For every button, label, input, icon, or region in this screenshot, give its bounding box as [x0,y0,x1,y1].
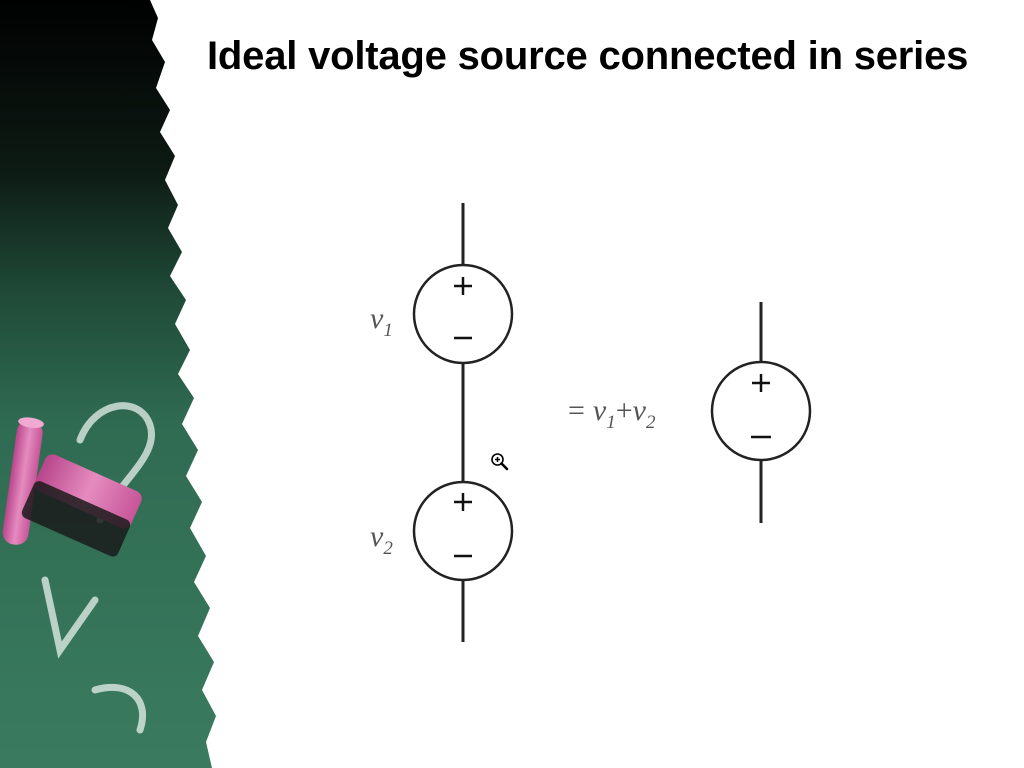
label-v1: v1 [370,302,393,341]
chalkboard-background [0,0,220,768]
equation-sub2: 2 [646,412,656,433]
equation-var1: v [593,394,607,427]
label-v1-var: v [370,302,384,335]
label-v2-sub: 2 [383,538,393,559]
label-v1-sub: 1 [383,320,393,341]
equation-var2: v [633,394,647,427]
pink-chalk-sticks [2,417,142,557]
slide-title: Ideal voltage source connected in series [207,34,969,78]
chalkboard-shape [0,0,216,768]
equation-plus: + [616,394,633,427]
equation: =v1+v2 [568,394,656,433]
equation-equals: = [568,394,585,427]
label-v2: v2 [370,520,393,559]
zoom-in-icon[interactable] [490,452,510,472]
label-v2-var: v [370,520,384,553]
equation-sub1: 1 [606,412,616,433]
